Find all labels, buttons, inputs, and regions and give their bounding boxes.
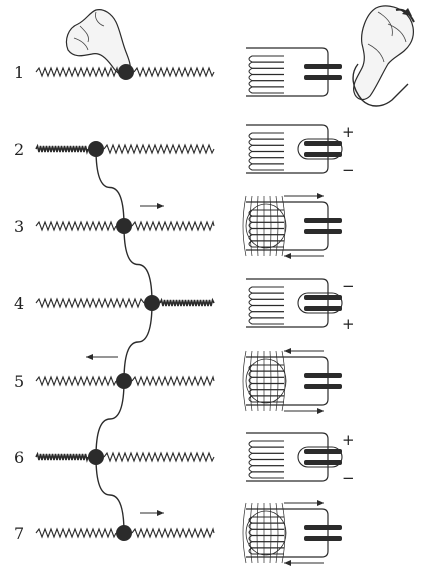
bead <box>116 373 132 389</box>
coil <box>242 350 329 412</box>
bead-arrow <box>140 510 164 516</box>
row-3: 3 <box>14 193 342 259</box>
bead <box>116 218 132 234</box>
row-number: 2 <box>14 140 24 159</box>
coil <box>246 47 329 97</box>
bead <box>144 295 160 311</box>
coil <box>246 432 329 482</box>
capacitor-plates <box>304 525 342 541</box>
coil <box>242 195 329 257</box>
charge-top: + <box>342 123 355 141</box>
row-number: 3 <box>14 217 24 236</box>
capacitor-plates <box>297 292 343 314</box>
row-1: 1 <box>14 47 342 97</box>
row-7: 7 <box>14 500 342 566</box>
current-arrow <box>284 348 324 354</box>
bead <box>118 64 134 80</box>
current-arrow <box>284 408 324 414</box>
row-number: 1 <box>14 63 24 82</box>
row-number: 5 <box>14 372 24 391</box>
charge-bottom: − <box>342 161 355 179</box>
row-number: 7 <box>14 524 24 543</box>
coil <box>246 124 329 174</box>
capacitor-plates <box>297 138 343 160</box>
capacitor-plates <box>304 373 342 389</box>
bead-arrow <box>140 203 164 209</box>
row-number: 4 <box>14 294 24 313</box>
charge-top: + <box>342 431 355 449</box>
current-arrow <box>284 560 324 566</box>
bead <box>116 525 132 541</box>
current-arrow <box>284 500 324 506</box>
charge-bottom: + <box>342 315 355 333</box>
charge-bottom: − <box>342 469 355 487</box>
capacitor-plates <box>304 218 342 234</box>
bead-arrow <box>86 354 118 360</box>
charge-top: − <box>342 277 355 295</box>
coil <box>242 502 329 564</box>
current-arrow <box>284 193 324 199</box>
bead <box>88 449 104 465</box>
current-arrow <box>284 253 324 259</box>
bead <box>88 141 104 157</box>
row-6: 6 + − <box>14 431 355 487</box>
row-2: 2 + − <box>14 123 355 179</box>
capacitor-plates <box>304 64 342 80</box>
right-hand-icon <box>352 5 415 107</box>
capacitor-plates <box>297 446 343 468</box>
coil <box>246 278 329 328</box>
wave-string <box>95 148 153 534</box>
row-number: 6 <box>14 448 24 467</box>
row-4: 4 − + <box>14 277 355 333</box>
left-hand-icon <box>65 9 131 76</box>
row-5: 5 <box>14 348 342 414</box>
